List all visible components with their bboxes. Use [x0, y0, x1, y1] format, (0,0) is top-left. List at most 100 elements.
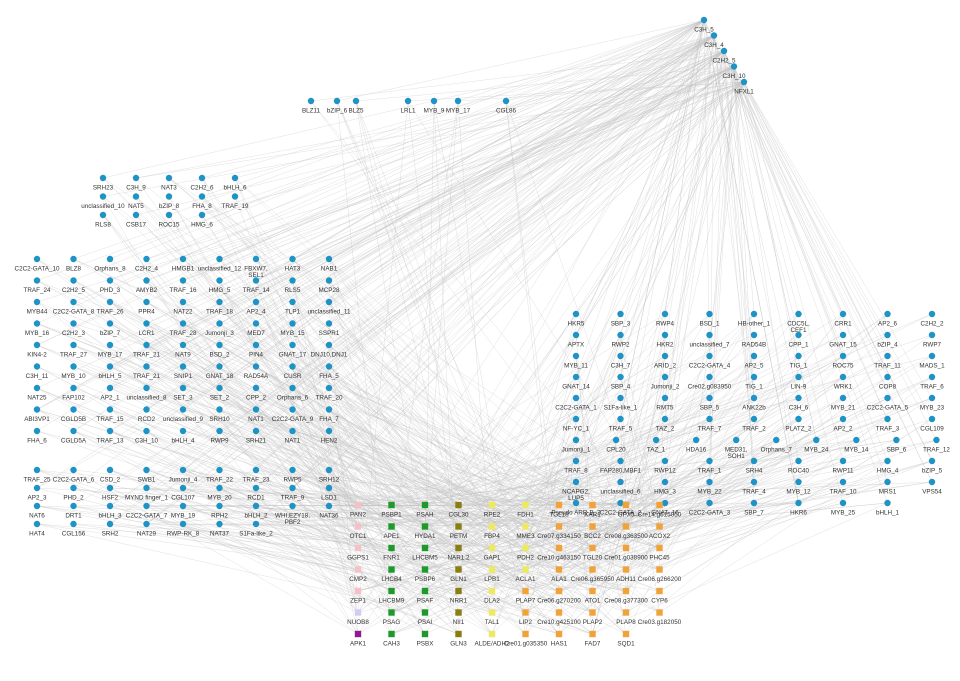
tf-dot[interactable] — [404, 97, 412, 105]
tf-dot[interactable] — [252, 427, 260, 435]
target-node-alde-adh2[interactable]: ALDE/ADH2 — [475, 630, 510, 648]
tf-dot[interactable] — [795, 499, 802, 507]
tf-dot[interactable] — [132, 193, 140, 200]
target-node-rpe2[interactable]: RPE2 — [484, 501, 501, 519]
tf-node-nat6[interactable]: NAT6 — [29, 502, 45, 520]
tf-node-myb-11[interactable]: MYB_11 — [564, 352, 588, 370]
tf-node-hmg-6[interactable]: HMG_6 — [191, 211, 213, 229]
tf-node-rwp2[interactable]: RWP2 — [611, 331, 630, 349]
tf-node-fap280-mbf1[interactable]: FAP280,MBF1 — [600, 457, 641, 475]
tf-dot[interactable] — [106, 406, 114, 413]
target-node-bcc2[interactable]: BCC2 — [584, 523, 601, 540]
tf-node-bzip-4[interactable]: bZIP_4 — [877, 331, 898, 349]
tf-node-lcr1[interactable]: LCR1 — [138, 320, 155, 337]
target-node-cre06-g365950[interactable]: Cre06.g365950 — [571, 566, 615, 583]
tf-node-sbp-5[interactable]: SBP_5 — [700, 394, 720, 412]
tf-node-orphans-8[interactable]: Orphans_8 — [94, 255, 126, 273]
target-square[interactable] — [522, 630, 529, 638]
tf-node-myb-21[interactable]: MYB_21 — [831, 394, 856, 412]
target-square[interactable] — [421, 609, 429, 616]
tf-node-phd-3[interactable]: PHD_3 — [100, 277, 121, 294]
tf-dot[interactable] — [70, 298, 77, 306]
tf-dot[interactable] — [572, 373, 580, 381]
tf-dot[interactable] — [325, 255, 333, 263]
tf-node-rad54a[interactable]: RAD54A — [244, 363, 269, 380]
tf-node-s1fa-like-1[interactable]: S1Fa-like_1 — [604, 394, 638, 412]
tf-node-tig-1[interactable]: TIG_1 — [745, 373, 763, 391]
target-node-psbp6[interactable]: PSBP6 — [415, 566, 436, 583]
target-square[interactable] — [488, 630, 496, 638]
target-node-cgl30[interactable]: CGL30 — [449, 501, 469, 519]
tf-node-traf-16[interactable]: TRAF_16 — [170, 277, 197, 294]
tf-node-bhlh-4[interactable]: bHLH_4 — [171, 427, 195, 445]
tf-dot[interactable] — [813, 436, 820, 444]
target-node-ggps1[interactable]: GGPS1 — [347, 544, 369, 562]
tf-node-nat25[interactable]: NAT25 — [27, 384, 47, 402]
tf-dot[interactable] — [165, 174, 173, 182]
tf-node-nfxl1[interactable]: NFXL1 — [734, 78, 754, 96]
tf-dot[interactable] — [928, 331, 936, 339]
tf-node-roc75[interactable]: ROC75 — [833, 352, 854, 370]
target-square[interactable] — [622, 609, 630, 616]
target-node-fad7[interactable]: FAD7 — [585, 630, 601, 648]
tf-dot[interactable] — [839, 499, 847, 507]
tf-dot[interactable] — [884, 394, 891, 402]
tf-dot[interactable] — [325, 502, 333, 510]
tf-dot[interactable] — [750, 457, 758, 465]
target-square[interactable] — [555, 566, 563, 573]
tf-node-aptx[interactable]: APTX — [568, 331, 585, 349]
tf-node-c2h2-3[interactable]: C2H2_3 — [62, 320, 86, 337]
target-square[interactable] — [656, 609, 663, 616]
tf-dot[interactable] — [928, 310, 936, 318]
tf-node-srh10[interactable]: SRH10 — [209, 406, 230, 423]
target-square[interactable] — [488, 609, 496, 616]
tf-dot[interactable] — [795, 457, 802, 465]
target-node-mme3[interactable]: MME3 — [516, 523, 535, 540]
target-node-tgl20[interactable]: TGL20 — [583, 544, 603, 562]
tf-dot[interactable] — [106, 520, 114, 528]
tf-node-hmg-3[interactable]: HMG_3 — [654, 478, 676, 496]
tf-dot[interactable] — [216, 520, 223, 528]
target-node-cre08-g363500[interactable]: Cre08.g363500 — [604, 523, 648, 540]
tf-node-traf-28[interactable]: TRAF_28 — [170, 320, 197, 337]
target-node-fdh1[interactable]: FDH1 — [517, 501, 534, 519]
tf-dot[interactable] — [179, 427, 187, 435]
tf-node-traf-7[interactable]: TRAF_7 — [698, 415, 722, 433]
tf-dot[interactable] — [143, 520, 150, 528]
tf-node-taz-1[interactable]: TAZ_1 — [647, 436, 666, 454]
tf-dot[interactable] — [216, 277, 223, 284]
tf-dot[interactable] — [143, 502, 150, 510]
tf-node-traf-6[interactable]: TRAF_6 — [920, 373, 944, 391]
tf-dot[interactable] — [106, 255, 114, 263]
tf-node-traf-25[interactable]: TRAF_25 — [24, 466, 51, 484]
tf-node-traf-24[interactable]: TRAF_24 — [24, 277, 51, 294]
tf-node-traf-3[interactable]: TRAF_3 — [876, 415, 900, 433]
target-node-plap7[interactable]: PLAP7 — [516, 587, 536, 605]
tf-dot[interactable] — [289, 320, 296, 327]
tf-node-hmg-4[interactable]: HMG_4 — [877, 457, 899, 475]
tf-node-sbp-4[interactable]: SBP_4 — [611, 373, 631, 391]
tf-dot[interactable] — [740, 78, 748, 86]
target-square[interactable] — [622, 566, 630, 573]
tf-node-swb1[interactable]: SWB1 — [138, 466, 156, 484]
tf-dot[interactable] — [231, 193, 239, 200]
target-node-kar1[interactable]: KAR1 — [584, 501, 601, 519]
target-square[interactable] — [656, 566, 663, 573]
tf-node-cgl156[interactable]: CGL156 — [62, 520, 86, 538]
target-node-cah3[interactable]: CAH3 — [383, 630, 400, 648]
tf-dot[interactable] — [179, 384, 187, 392]
tf-dot[interactable] — [179, 298, 187, 306]
tf-node-nat22[interactable]: NAT22 — [173, 298, 193, 316]
tf-dot[interactable] — [70, 466, 77, 474]
tf-node-traf-1[interactable]: TRAF_1 — [698, 457, 722, 475]
tf-node-bzip-5[interactable]: bZIP_5 — [922, 457, 943, 475]
tf-node-fha-8[interactable]: FHA_8 — [192, 193, 212, 210]
target-square[interactable] — [455, 630, 462, 638]
tf-dot[interactable] — [893, 436, 900, 444]
tf-node-set-2[interactable]: SET_2 — [210, 384, 230, 402]
tf-node-c2c2-gata-9[interactable]: C2C2-GATA_9 — [272, 406, 314, 423]
tf-dot[interactable] — [216, 427, 223, 435]
tf-node-rmt5[interactable]: RMT5 — [656, 394, 674, 412]
tf-node-nf-yc-1[interactable]: NF-YC_1 — [563, 415, 590, 433]
target-square[interactable] — [656, 544, 663, 552]
